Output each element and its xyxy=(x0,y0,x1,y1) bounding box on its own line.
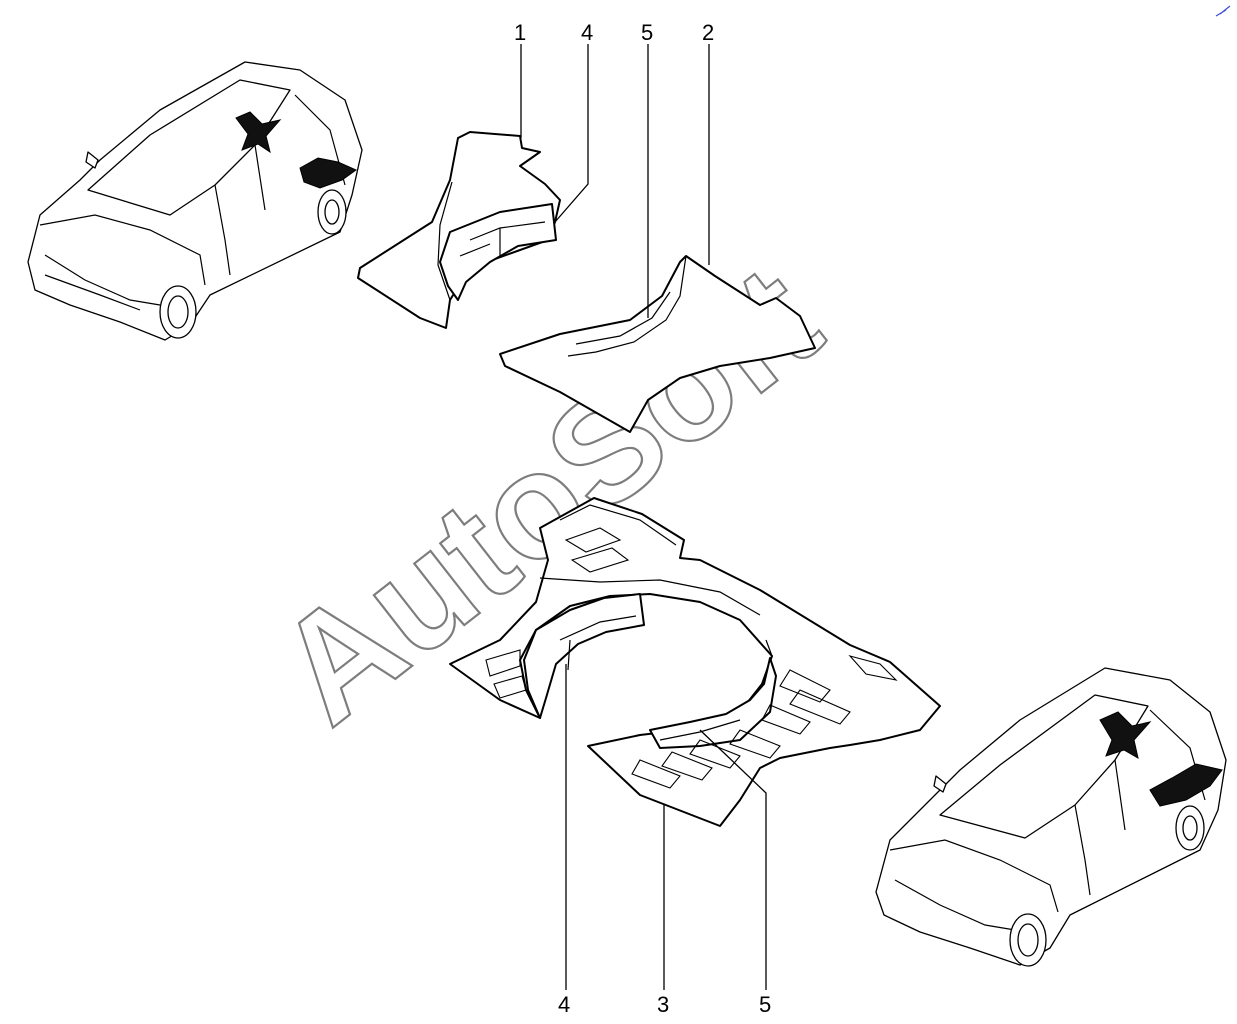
callout-3-bottom: 3 xyxy=(657,992,669,1017)
mat-part-3 xyxy=(449,497,941,827)
leader-lines xyxy=(520,44,767,990)
callout-2-top: 2 xyxy=(702,20,714,45)
callout-4-top: 4 xyxy=(581,20,593,45)
callout-4-bottom: 4 xyxy=(558,992,570,1017)
callout-1-top: 1 xyxy=(514,20,526,45)
mat-part-2 xyxy=(499,255,816,433)
car-illustration-bottom-right xyxy=(875,667,1227,967)
callout-5-bottom: 5 xyxy=(759,992,771,1017)
car-illustration-top-left xyxy=(27,61,363,341)
callout-5-top: 5 xyxy=(641,20,653,45)
mat-part-1 xyxy=(357,131,561,329)
corner-mark xyxy=(1215,5,1231,17)
callouts: 1 4 5 2 4 3 5 xyxy=(514,20,771,1017)
